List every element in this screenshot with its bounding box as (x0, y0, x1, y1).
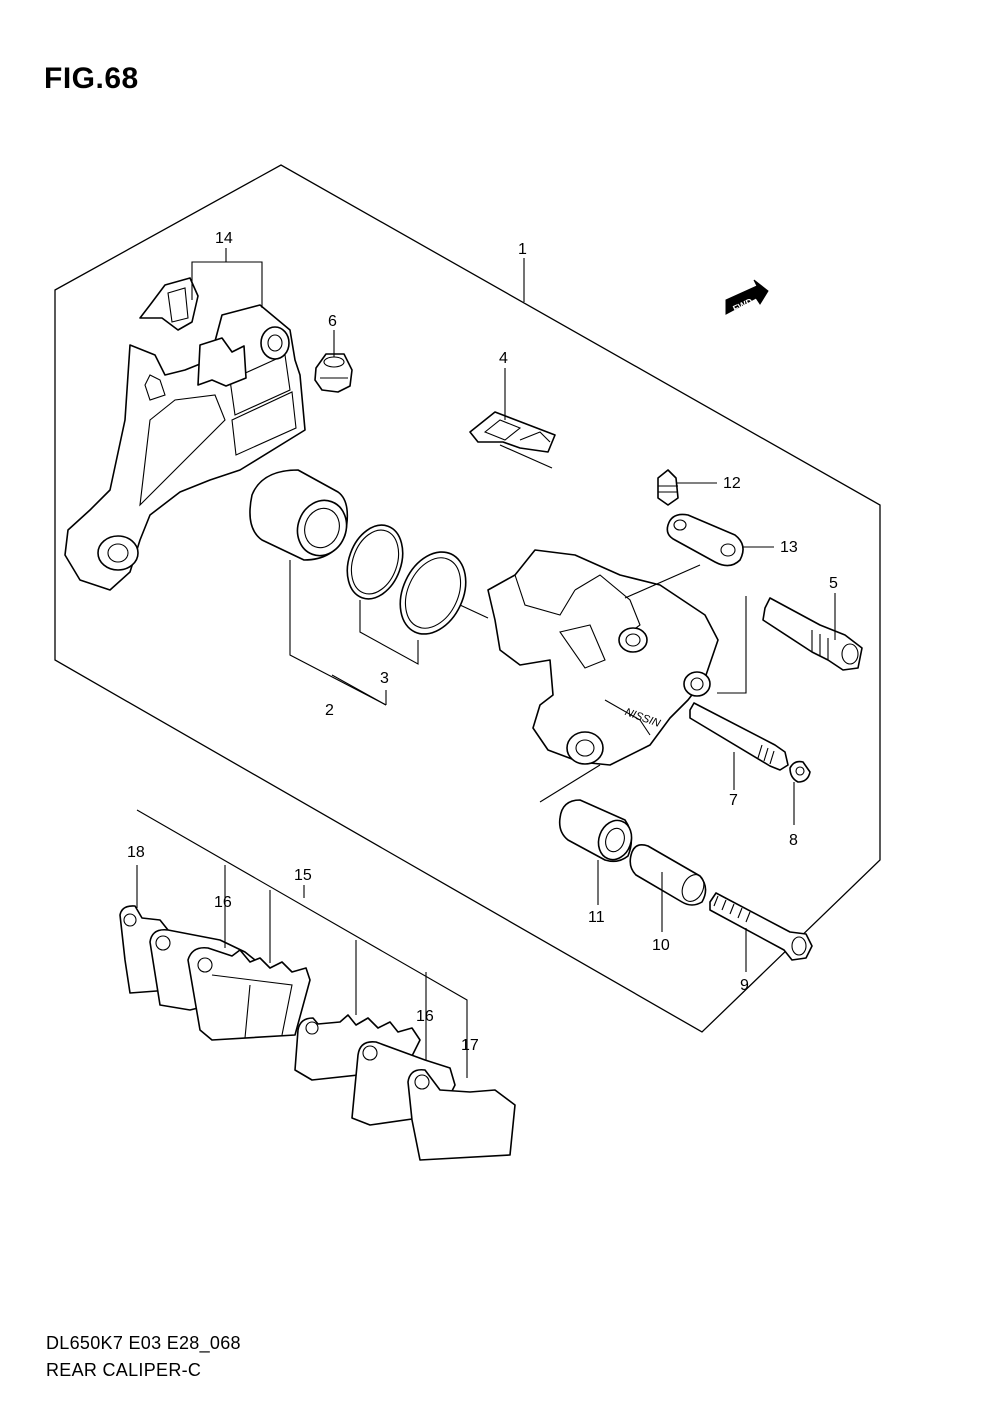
callout-18: 18 (127, 844, 145, 861)
pad-shim-rear (407, 1068, 516, 1161)
callout-labels: 1 2 3 4 5 6 7 8 9 10 11 12 13 14 15 16 1… (127, 230, 838, 1054)
model-code: DL650K7 E03 E28_068 (46, 1333, 241, 1353)
callout-5: 5 (829, 575, 838, 592)
brake-pad-upper (187, 946, 311, 1041)
callout-7: 7 (729, 792, 738, 809)
bleeder-cap (666, 513, 744, 567)
pin-bolt (762, 597, 863, 671)
bracket-boot (314, 353, 353, 393)
leader-lines (136, 248, 836, 1078)
assembly-frame (54, 164, 881, 1033)
slide-sleeve (629, 844, 707, 906)
slide-bolt (709, 892, 813, 961)
pad-spring (469, 411, 556, 469)
fwd-arrow-icon: FWD (725, 279, 769, 315)
figure-title: FIG.68 (44, 62, 139, 95)
callout-6: 6 (328, 313, 337, 330)
callout-1: 1 (518, 241, 527, 258)
callout-15: 15 (294, 867, 312, 884)
callout-12: 12 (723, 475, 741, 492)
callout-11: 11 (588, 909, 605, 926)
caliper-body: NISSIN (487, 549, 719, 766)
callout-14: 14 (215, 230, 233, 247)
callout-4: 4 (499, 350, 508, 367)
piston-seals (346, 524, 467, 635)
slide-boot (558, 799, 633, 863)
callout-2: 2 (325, 702, 334, 719)
callout-16a: 16 (214, 894, 232, 911)
pad-pin-plug (789, 760, 811, 783)
caliper-piston (249, 469, 349, 561)
diagram-name: REAR CALIPER-C (46, 1360, 202, 1380)
callout-9: 9 (740, 977, 749, 994)
callout-16b: 16 (416, 1008, 434, 1025)
callout-13: 13 (780, 539, 798, 556)
callout-17: 17 (461, 1037, 479, 1054)
bleeder-valve (657, 469, 679, 506)
callout-10: 10 (652, 937, 670, 954)
pad-pin (689, 702, 789, 771)
callout-3: 3 (380, 670, 389, 687)
caliper-bracket (64, 277, 306, 591)
callout-8: 8 (789, 832, 798, 849)
